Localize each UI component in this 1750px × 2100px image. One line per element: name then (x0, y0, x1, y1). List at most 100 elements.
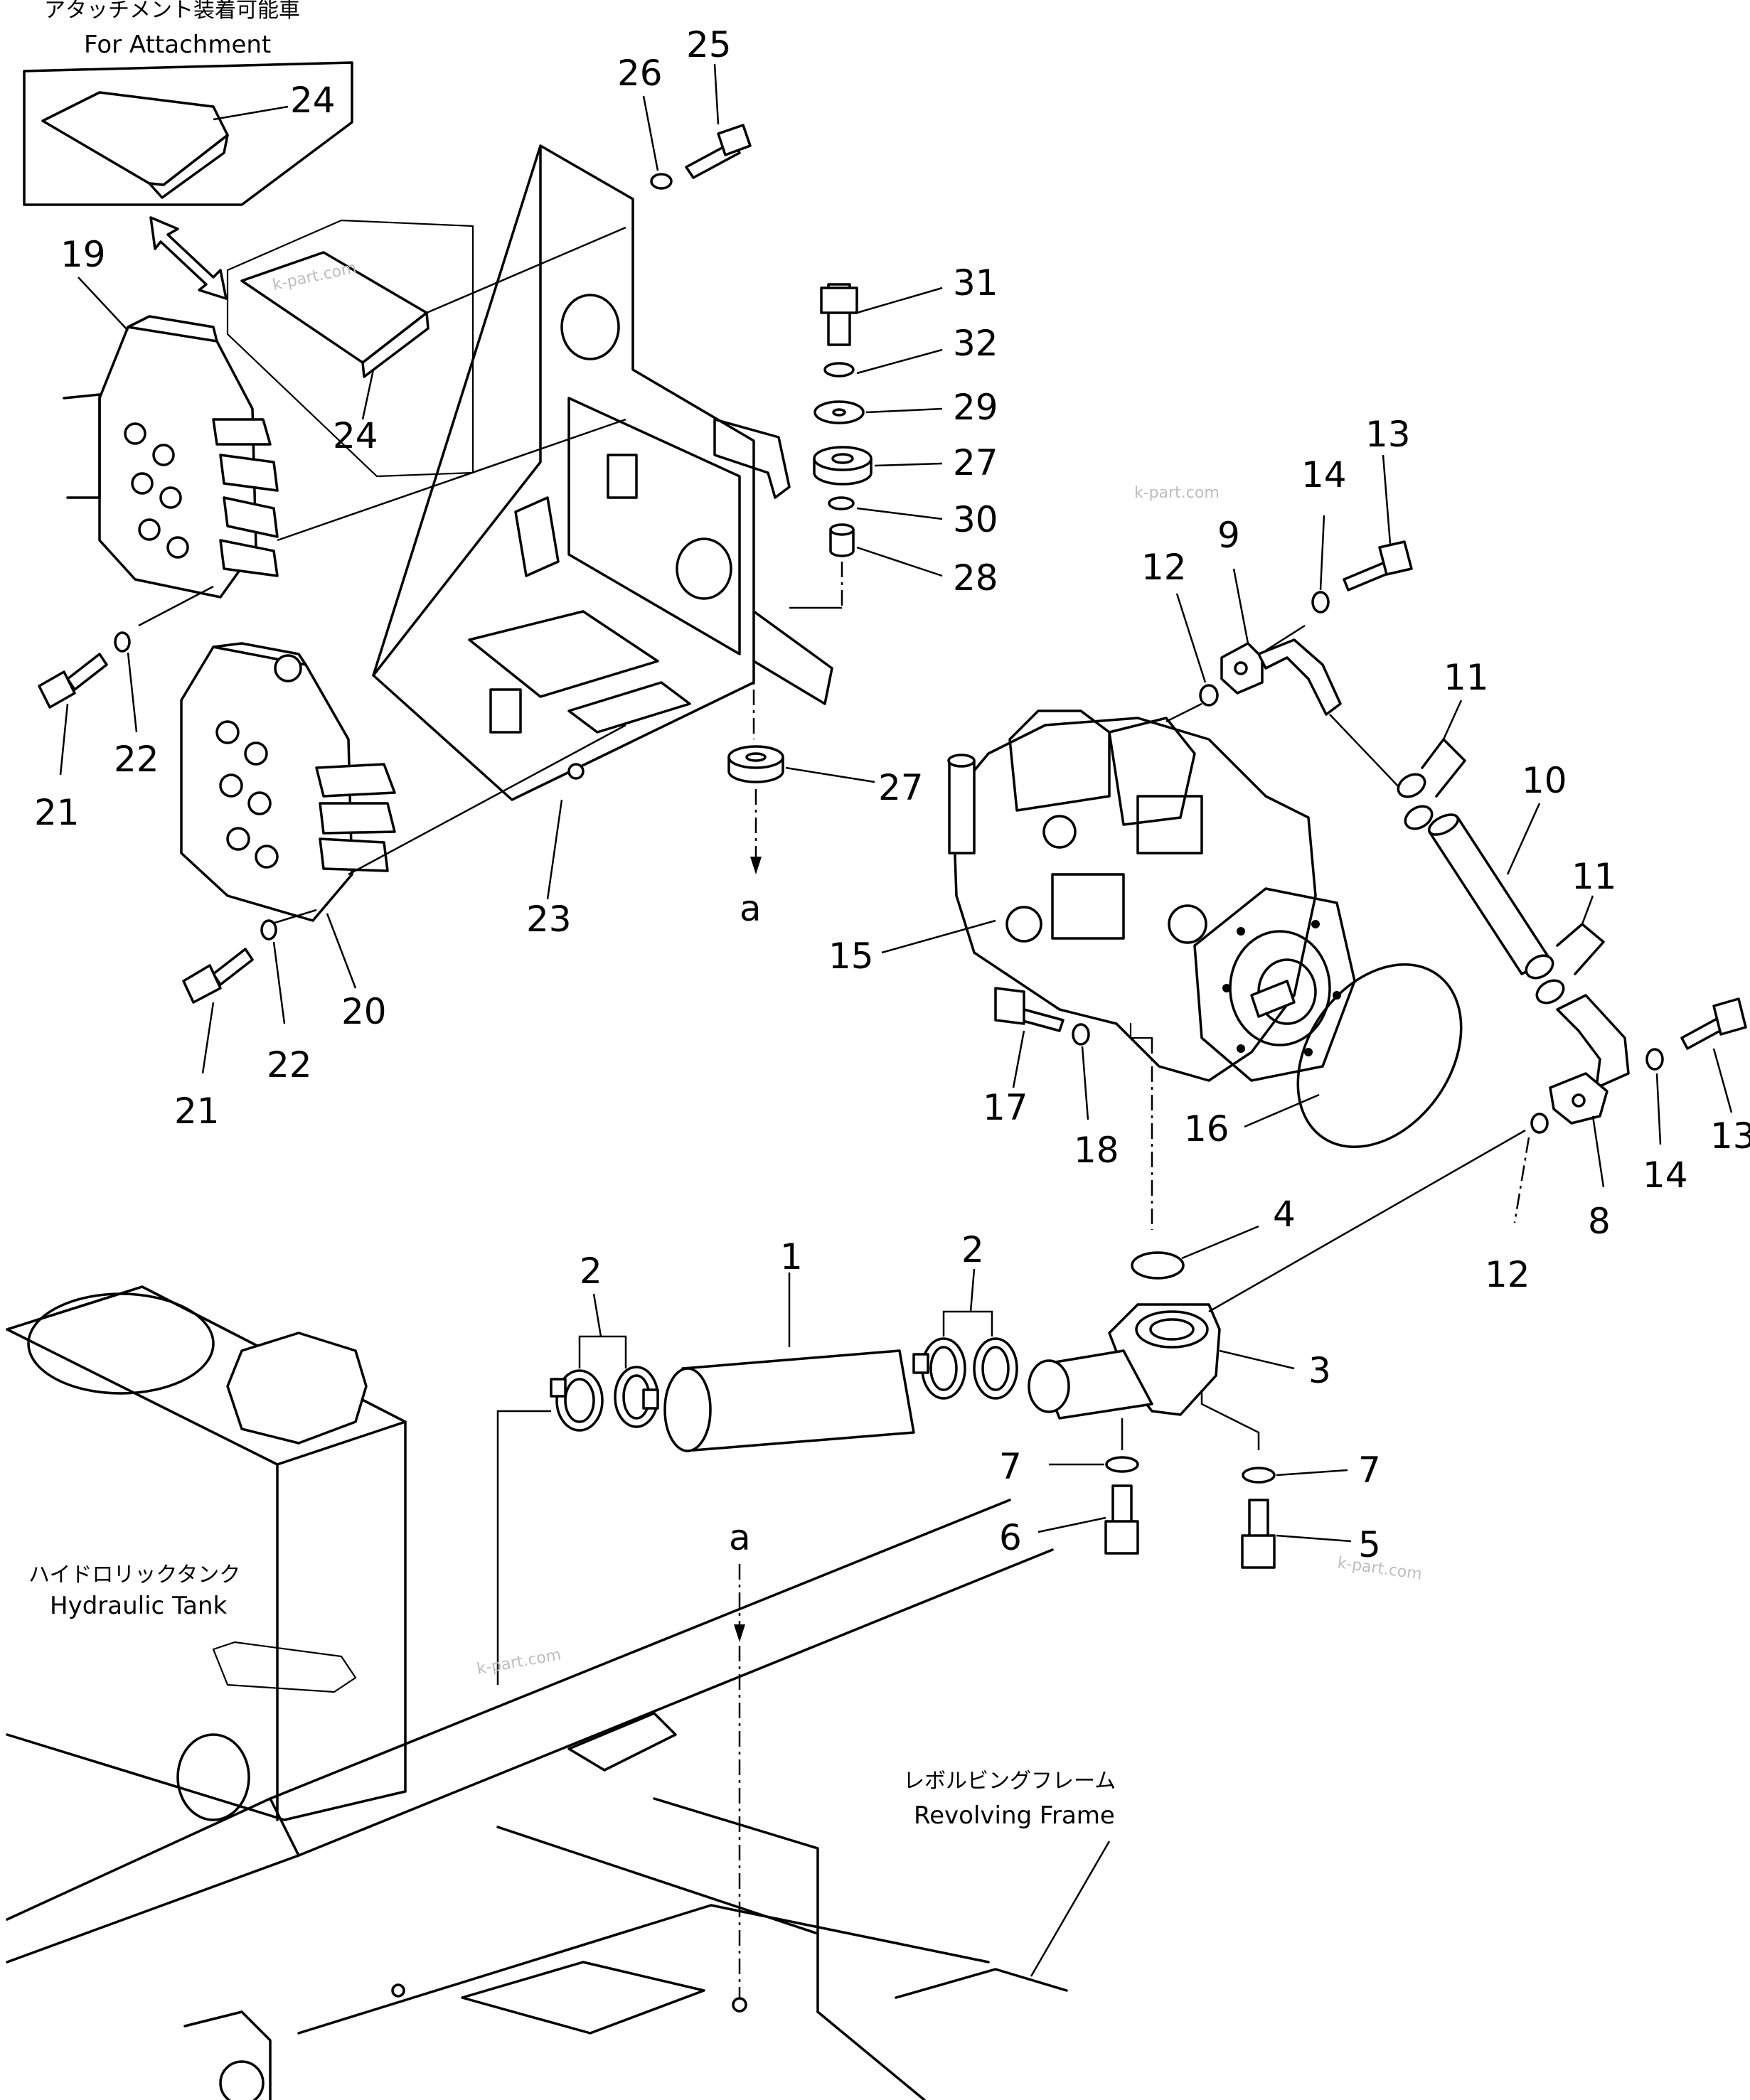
clamp-11b-2 (1535, 979, 1565, 1005)
frame-slot (461, 1961, 705, 2035)
bracket-inner-wall (567, 397, 741, 655)
pump-outline (951, 717, 1317, 1082)
leader-26 (642, 95, 659, 171)
valve-19-spool-1 (212, 418, 272, 446)
pump-control-block-2 (1108, 717, 1196, 826)
link-20-bracket (348, 724, 626, 876)
bolt-stack-25-26: 25 26 (617, 24, 752, 190)
pipe-8-flange (1549, 1072, 1608, 1125)
pump-flange (1193, 887, 1356, 1082)
leader-22b (272, 941, 286, 1024)
callout-8: 8 (1588, 1201, 1611, 1242)
callout-2a: 2 (580, 1250, 602, 1292)
frame-mount-hole (732, 1997, 747, 2013)
bolt-13a-head (1378, 540, 1413, 576)
tank-sight (212, 1641, 357, 1693)
callout-32: 32 (953, 323, 998, 364)
pump-block-3 (1136, 795, 1203, 855)
control-valve-20: 20 (180, 642, 626, 1032)
valve-19-port-3 (131, 472, 154, 495)
frame-lower-edge (816, 2010, 926, 2100)
clamp-2a-1-inner (564, 1378, 595, 1423)
bracket-11a (1421, 738, 1466, 798)
bolt-31-head (820, 286, 858, 314)
watermark-1: k-part.com (271, 259, 358, 294)
leader-20 (326, 913, 357, 989)
bracket-23: 23 (372, 144, 833, 940)
callout-24a: 24 (290, 80, 336, 121)
leader-21b (201, 1002, 215, 1074)
valve-19-port-5 (138, 518, 161, 541)
clamp-2a-1-screw (550, 1378, 567, 1398)
tank-port-2 (176, 1733, 250, 1821)
callout-5: 5 (1358, 1524, 1381, 1565)
elbow-to-bolt5-line (1200, 1390, 1260, 1450)
washer-22b (260, 919, 277, 941)
bolt-21b-shank (212, 948, 254, 986)
callout-13a: 13 (1365, 414, 1411, 455)
leader-24b (361, 369, 375, 420)
oring-12a (1199, 684, 1219, 707)
fastener-21b-22b: 21 22 (174, 919, 312, 1132)
leader-11a (1442, 700, 1463, 740)
valve-19-spool-3 (223, 496, 279, 538)
bracket-11b (1556, 923, 1605, 975)
bolt-5-head (1241, 1534, 1276, 1569)
valve-20-port-5 (226, 827, 250, 851)
flange-bolt-5 (1237, 1044, 1245, 1053)
bracket-floor-slot-2 (567, 681, 691, 734)
leader-17 (1012, 1030, 1025, 1088)
leader-9 (1232, 568, 1249, 644)
leader-12b (1513, 1137, 1530, 1223)
bracket-clip-1 (607, 454, 638, 499)
oring-12b (1530, 1113, 1549, 1134)
pump-shaft (1250, 980, 1296, 1018)
suction-elbow-3: 4 3 (1028, 1194, 1331, 1450)
leader-16 (1244, 1093, 1320, 1128)
leader-24a (213, 105, 289, 121)
valve-20-port-4 (247, 791, 272, 815)
pump-block-4 (1051, 873, 1125, 940)
link-9-clamp (1329, 714, 1402, 790)
collar-28 (829, 528, 855, 557)
tank-cap (226, 1332, 368, 1445)
valve-19-side (63, 393, 101, 499)
callout-17: 17 (983, 1087, 1028, 1128)
washer-14a (1311, 591, 1330, 614)
valve-19-spool-4 (219, 539, 279, 577)
leader-2a (592, 1293, 602, 1337)
callout-6: 6 (999, 1517, 1022, 1558)
leader-25 (713, 63, 720, 125)
callout-22a: 22 (114, 739, 159, 780)
leader-22a (127, 652, 138, 733)
callout-14b: 14 (1643, 1155, 1688, 1196)
callout-12a: 12 (1141, 547, 1187, 588)
leader-3 (1219, 1349, 1295, 1370)
callout-31: 31 (953, 262, 998, 304)
valve-20-port-6 (255, 845, 279, 869)
clamp-11a-2 (1404, 805, 1434, 830)
callout-14a: 14 (1301, 454, 1347, 495)
washer-22a (114, 631, 131, 653)
callout-26: 26 (617, 53, 663, 94)
elbow-spigot-end (1028, 1359, 1070, 1413)
leader-23 (546, 799, 563, 900)
valve-20-port-1 (215, 720, 240, 744)
valve-20-spool-2 (319, 802, 396, 835)
cushion-27b-hole (745, 752, 767, 762)
callout-2b: 2 (961, 1229, 984, 1270)
leader-29 (865, 407, 943, 414)
oring-16 (1296, 963, 1463, 1148)
suction-hose-1: 1 2 2 (496, 1229, 1018, 1685)
tank-caption-jp: ハイドロリックタンク (28, 1563, 240, 1587)
callout-9: 9 (1217, 515, 1240, 556)
callout-12b: 12 (1485, 1254, 1530, 1295)
bolt-21b-head (182, 964, 222, 1004)
watermark-2: k-part.com (1134, 484, 1220, 502)
hose-10 (1428, 816, 1552, 975)
clamp-2b-1-inner (929, 1346, 958, 1391)
leader-31 (856, 286, 943, 314)
valve-19-port-1 (124, 422, 146, 445)
frame-hole-2 (391, 1983, 405, 1998)
